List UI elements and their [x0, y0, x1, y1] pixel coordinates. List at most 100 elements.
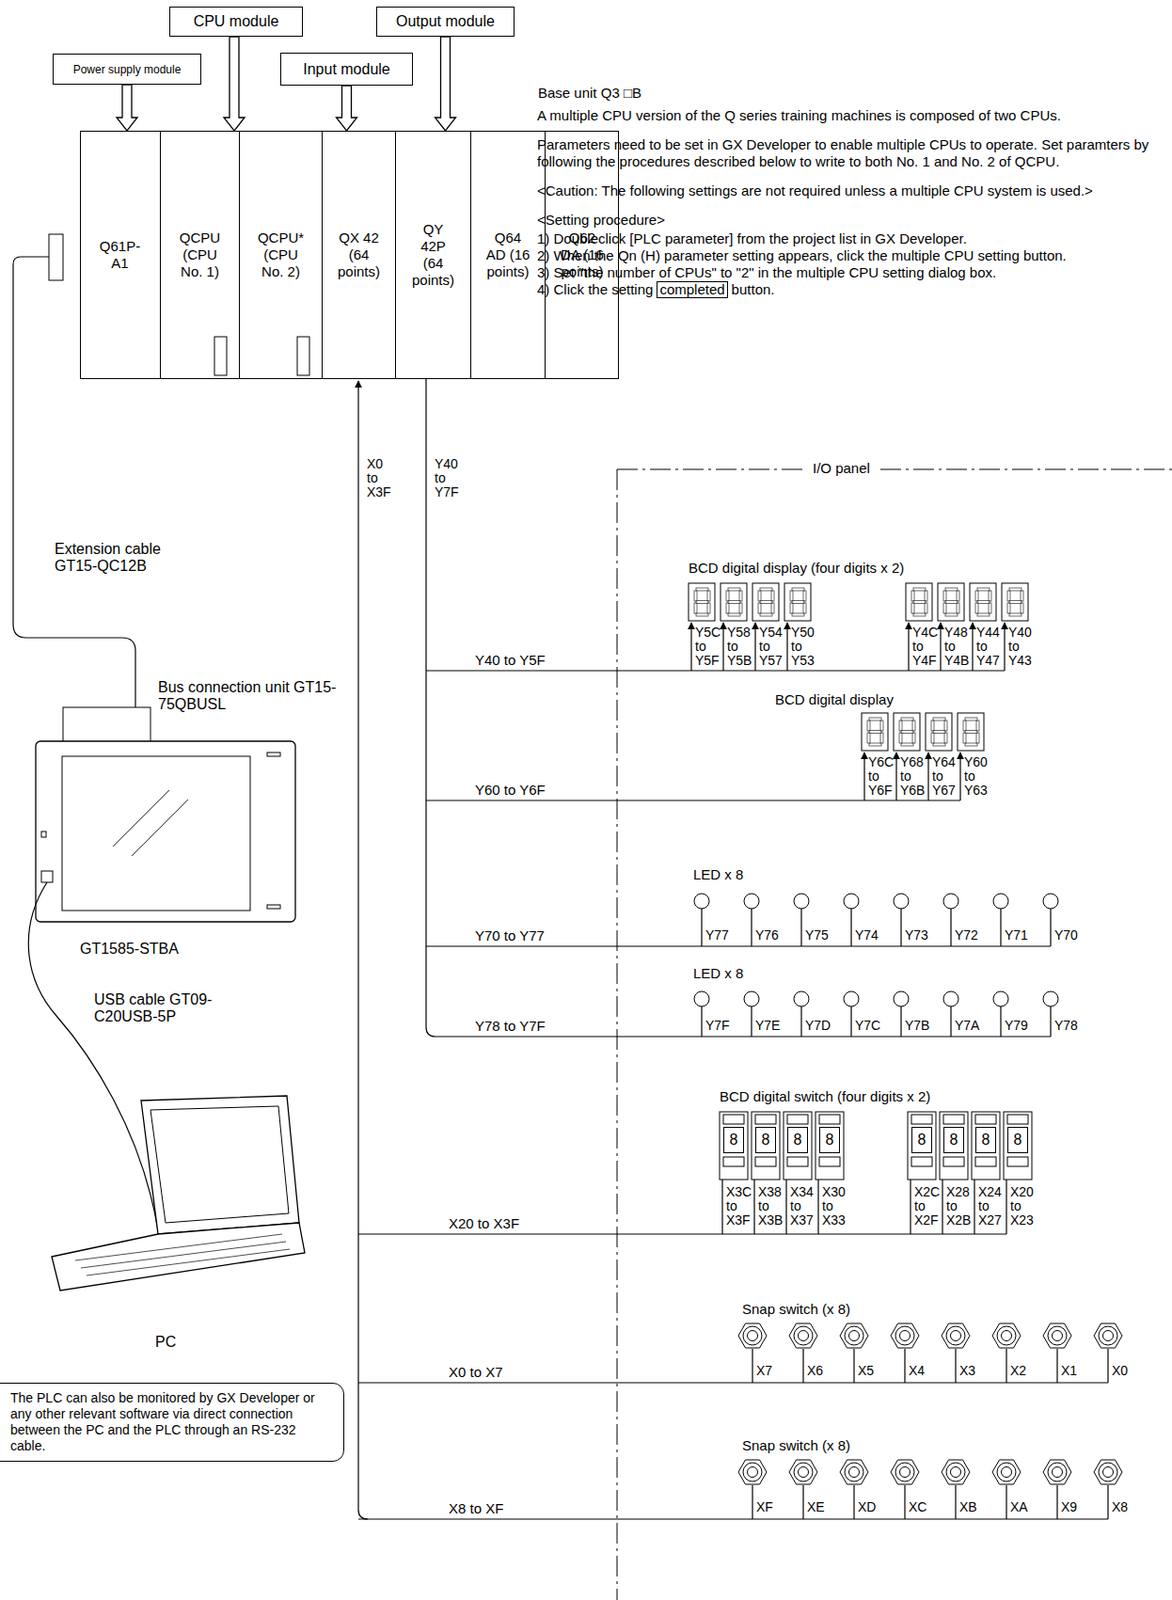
node-text: 8: [950, 1132, 959, 1148]
digit-segment: [976, 720, 980, 731]
signal-name: X2C to X2F: [914, 1185, 940, 1228]
digit-segment: [901, 743, 914, 746]
snap-switch-ring: [793, 1462, 813, 1482]
signal-name: Y60 to Y63: [964, 755, 988, 798]
signal-name: Y44 to Y47: [976, 625, 1000, 668]
led: [843, 893, 859, 909]
signal-name: Y68 to Y6B: [900, 755, 925, 798]
node-text: Base unit Q3 □B: [538, 84, 642, 101]
thumbwheel-body: [907, 1111, 936, 1180]
snap-switch-nut: [890, 1459, 919, 1485]
signal-line: [853, 1485, 855, 1520]
node-text: 8: [793, 1132, 803, 1148]
snap-switch-ring: [1098, 1326, 1118, 1346]
thumbwheel-body: [751, 1111, 780, 1180]
led: [793, 893, 809, 909]
digit-window: 8: [1007, 1126, 1029, 1154]
signal-name: X8: [1111, 1500, 1128, 1515]
unit-label: Bus connection unit GT15-75QBUSL: [158, 679, 356, 713]
snap-switch-lever: [900, 1467, 911, 1478]
module: Q61P-A1: [79, 130, 161, 380]
laptop-screen: [150, 1106, 289, 1223]
io-panel-boundary: [617, 469, 1172, 1600]
digit-segment: [771, 602, 775, 614]
signal-line: [895, 752, 897, 801]
usb-port: [41, 871, 53, 883]
thumbwheel-button: [819, 1114, 840, 1125]
snap-switch-nut: [1043, 1459, 1072, 1485]
digit-frame: [720, 583, 747, 621]
signal-name: X28 to X2B: [946, 1185, 971, 1228]
digit-segment: [931, 732, 935, 744]
digit-segment: [965, 730, 978, 734]
snap-switch-lever: [1052, 1467, 1063, 1478]
signal-name: XE: [807, 1500, 825, 1515]
signal-name: X20 to X23: [1010, 1185, 1034, 1228]
signal-name: Y71: [1004, 928, 1029, 943]
led: [1043, 893, 1059, 909]
signal-name: XB: [959, 1500, 978, 1515]
digit-segment: [869, 743, 882, 746]
digit-frame: [688, 583, 715, 621]
node-text: The PLC can also be monitored by GX Deve…: [10, 1390, 334, 1455]
signal-name: X34 to X37: [790, 1185, 814, 1228]
signal-name: X3: [959, 1363, 976, 1378]
signal-name: XF: [756, 1500, 774, 1515]
snap-switch-ring: [743, 1462, 762, 1482]
signal-line: [1005, 1485, 1007, 1520]
digit-segment: [1007, 590, 1011, 602]
thumbwheel-button: [819, 1156, 840, 1167]
digit-segment: [977, 601, 990, 604]
signal-name: X0: [1111, 1363, 1128, 1378]
signal-line: [950, 908, 951, 947]
snap-switch-nut: [941, 1323, 970, 1348]
snap-switch-lever: [798, 1330, 809, 1342]
node-text: QCPU (CPU No. 1): [175, 229, 225, 281]
bus-label: Y40 to Y7F: [434, 457, 460, 500]
signal-line: [722, 622, 724, 671]
digit-segment: [975, 602, 979, 614]
got-body: [35, 741, 296, 922]
signal-name: X24 to X27: [978, 1185, 1002, 1228]
digit-segment: [924, 602, 928, 614]
digit-segment: [696, 613, 709, 617]
device-title: BCD digital display: [775, 692, 894, 707]
laptop-lid: [141, 1095, 300, 1235]
digit-segment: [977, 587, 990, 591]
digit-segment: [726, 590, 729, 602]
signal-line: [1049, 908, 1051, 947]
snap-switch-nut: [941, 1459, 970, 1485]
snap-switch-ring: [946, 1462, 966, 1482]
led: [1043, 991, 1059, 1007]
wire-label: Y78 to Y7F: [475, 1018, 546, 1034]
snap-switch-nut: [1093, 1323, 1123, 1348]
module: QCPU (CPU No. 1): [160, 130, 240, 380]
signal-name: Y40 to Y43: [1008, 625, 1032, 668]
callout-box: Power supply module: [52, 53, 202, 85]
snap-switch-lever: [1103, 1330, 1114, 1342]
digit-segment: [944, 732, 948, 744]
digit-segment: [726, 602, 729, 614]
led: [694, 893, 710, 909]
signal-line: [954, 1485, 956, 1520]
snap-switch-lever: [747, 1467, 759, 1478]
device-title: BCD digital display (four digits x 2): [688, 560, 904, 575]
snap-switch-nut: [789, 1323, 818, 1348]
snap-switch-ring: [895, 1462, 915, 1482]
digit-frame: [752, 583, 779, 621]
callout-arrow: [435, 36, 457, 131]
digit-segment: [1020, 602, 1024, 614]
node-text: Input module: [302, 61, 391, 79]
digit-segment: [739, 602, 743, 614]
digit-segment: [707, 590, 711, 602]
snap-switch-nut: [738, 1323, 767, 1348]
callout-arrow: [116, 84, 138, 131]
thumbwheel-button: [723, 1156, 745, 1167]
digit-segment: [760, 587, 773, 591]
thumbwheel-button: [787, 1156, 808, 1167]
digit-window: 8: [943, 1126, 965, 1154]
signal-name: Y7A: [954, 1018, 980, 1033]
signal-name: XD: [857, 1500, 876, 1515]
signal-name: X5: [857, 1363, 874, 1378]
